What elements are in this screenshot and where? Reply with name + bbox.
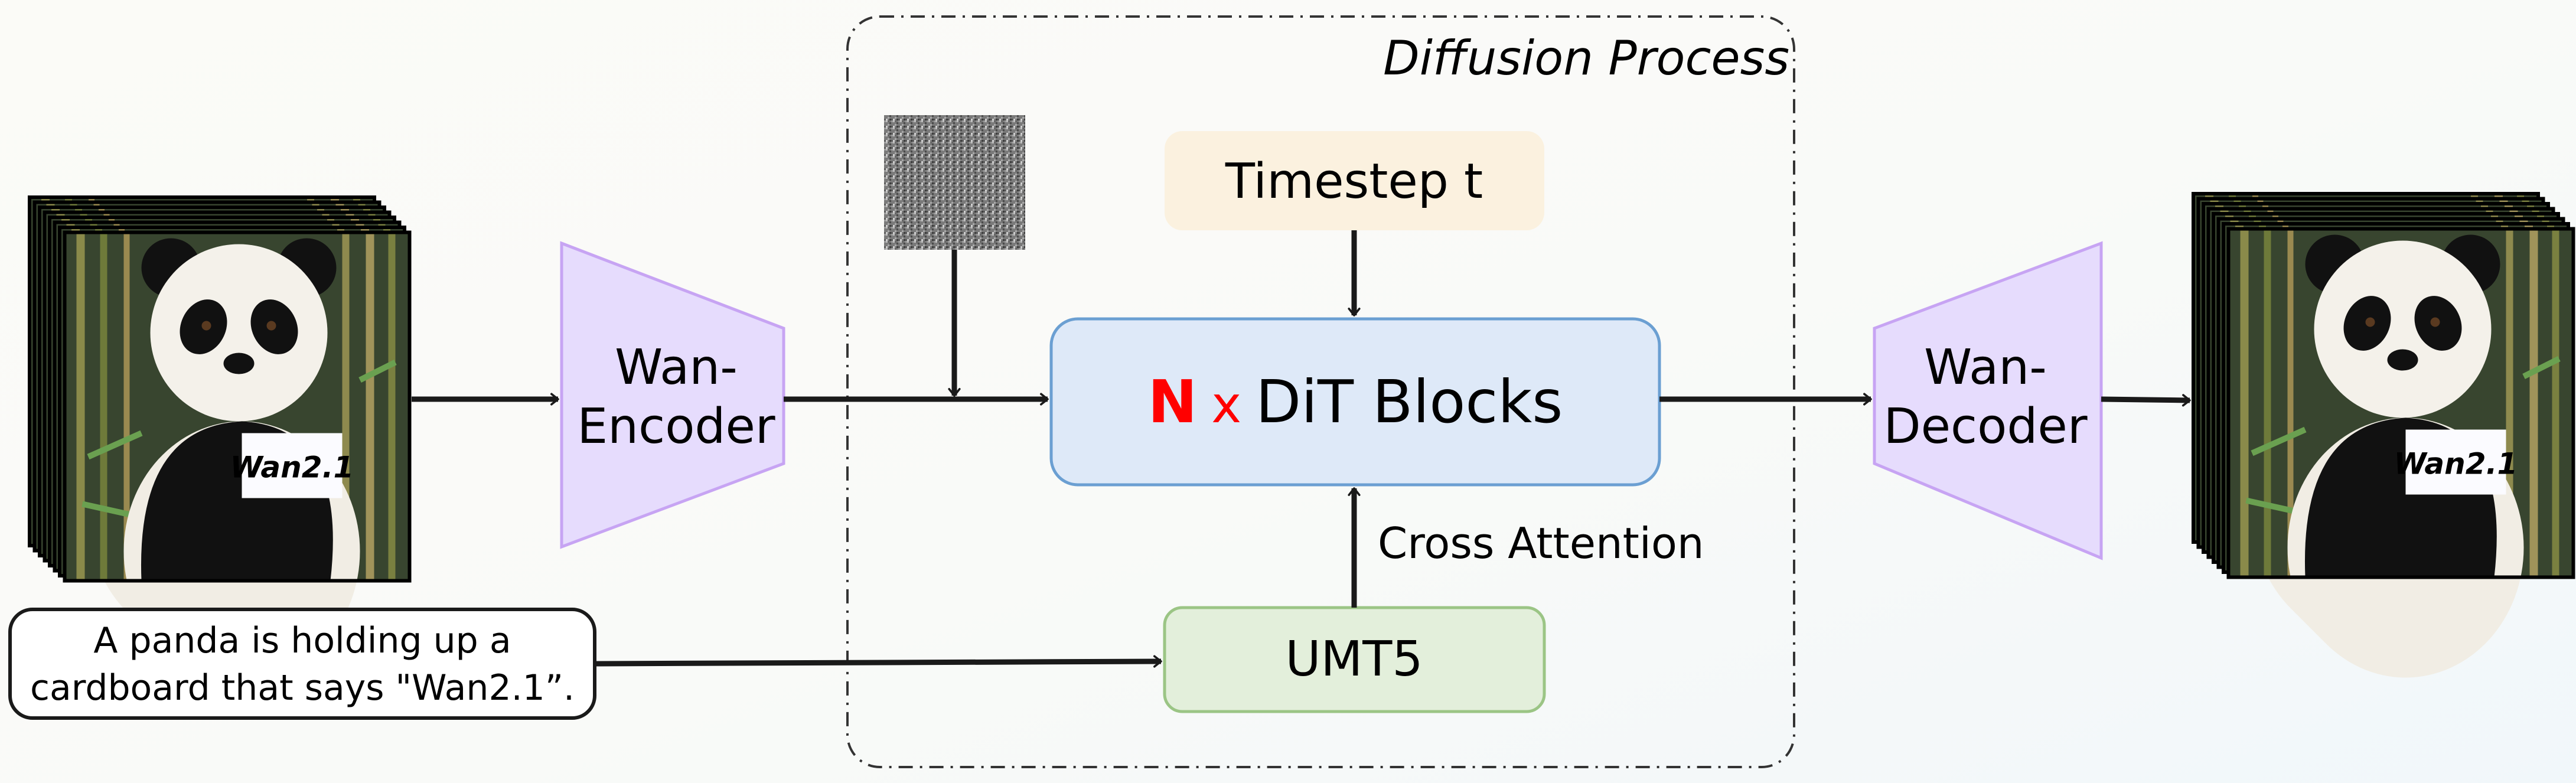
wan-decoder-block [1873, 241, 2103, 560]
dit-times: x [1211, 376, 1241, 435]
timestep-label: Timestep t [1225, 154, 1483, 210]
arrow-prompt-to-umt5 [594, 655, 1162, 668]
diffusion-process-label: Diffusion Process [1383, 31, 1789, 86]
sign-text: Wan2.1 [230, 451, 354, 485]
dit-multiplier: N [1148, 367, 1198, 436]
umt5-label: UMT5 [1285, 631, 1423, 687]
wan-encoder-label-line2: Encoder [577, 399, 775, 455]
video-frame: Wan2.1 [65, 233, 410, 681]
input-video-frames: Wan2.1 [30, 197, 410, 681]
noise-latent-image [884, 115, 1025, 250]
dit-label: DiT Blocks [1256, 367, 1563, 436]
cross-attention-label: Cross Attention [1378, 518, 1704, 568]
video-frame: Wan2.1 [2229, 229, 2574, 678]
wan-decoder-label-line2: Decoder [1883, 399, 2087, 455]
wan-decoder-label-line1: Wan- [1924, 340, 2047, 396]
arrow-decoder-to-video [2101, 394, 2191, 407]
wan-encoder-label-line1: Wan- [615, 340, 738, 396]
output-video-frames: Wan2.1 [2193, 194, 2574, 678]
diffusion-process-group [846, 15, 1795, 768]
sign-text: Wan2.1 [2394, 447, 2518, 481]
prompt-line-2: cardboard that says "Wan2.1”. [30, 667, 575, 709]
wan-encoder-block [560, 241, 785, 549]
prompt-line-1: A panda is holding up a [93, 620, 511, 661]
timestep-block [1165, 131, 1544, 230]
